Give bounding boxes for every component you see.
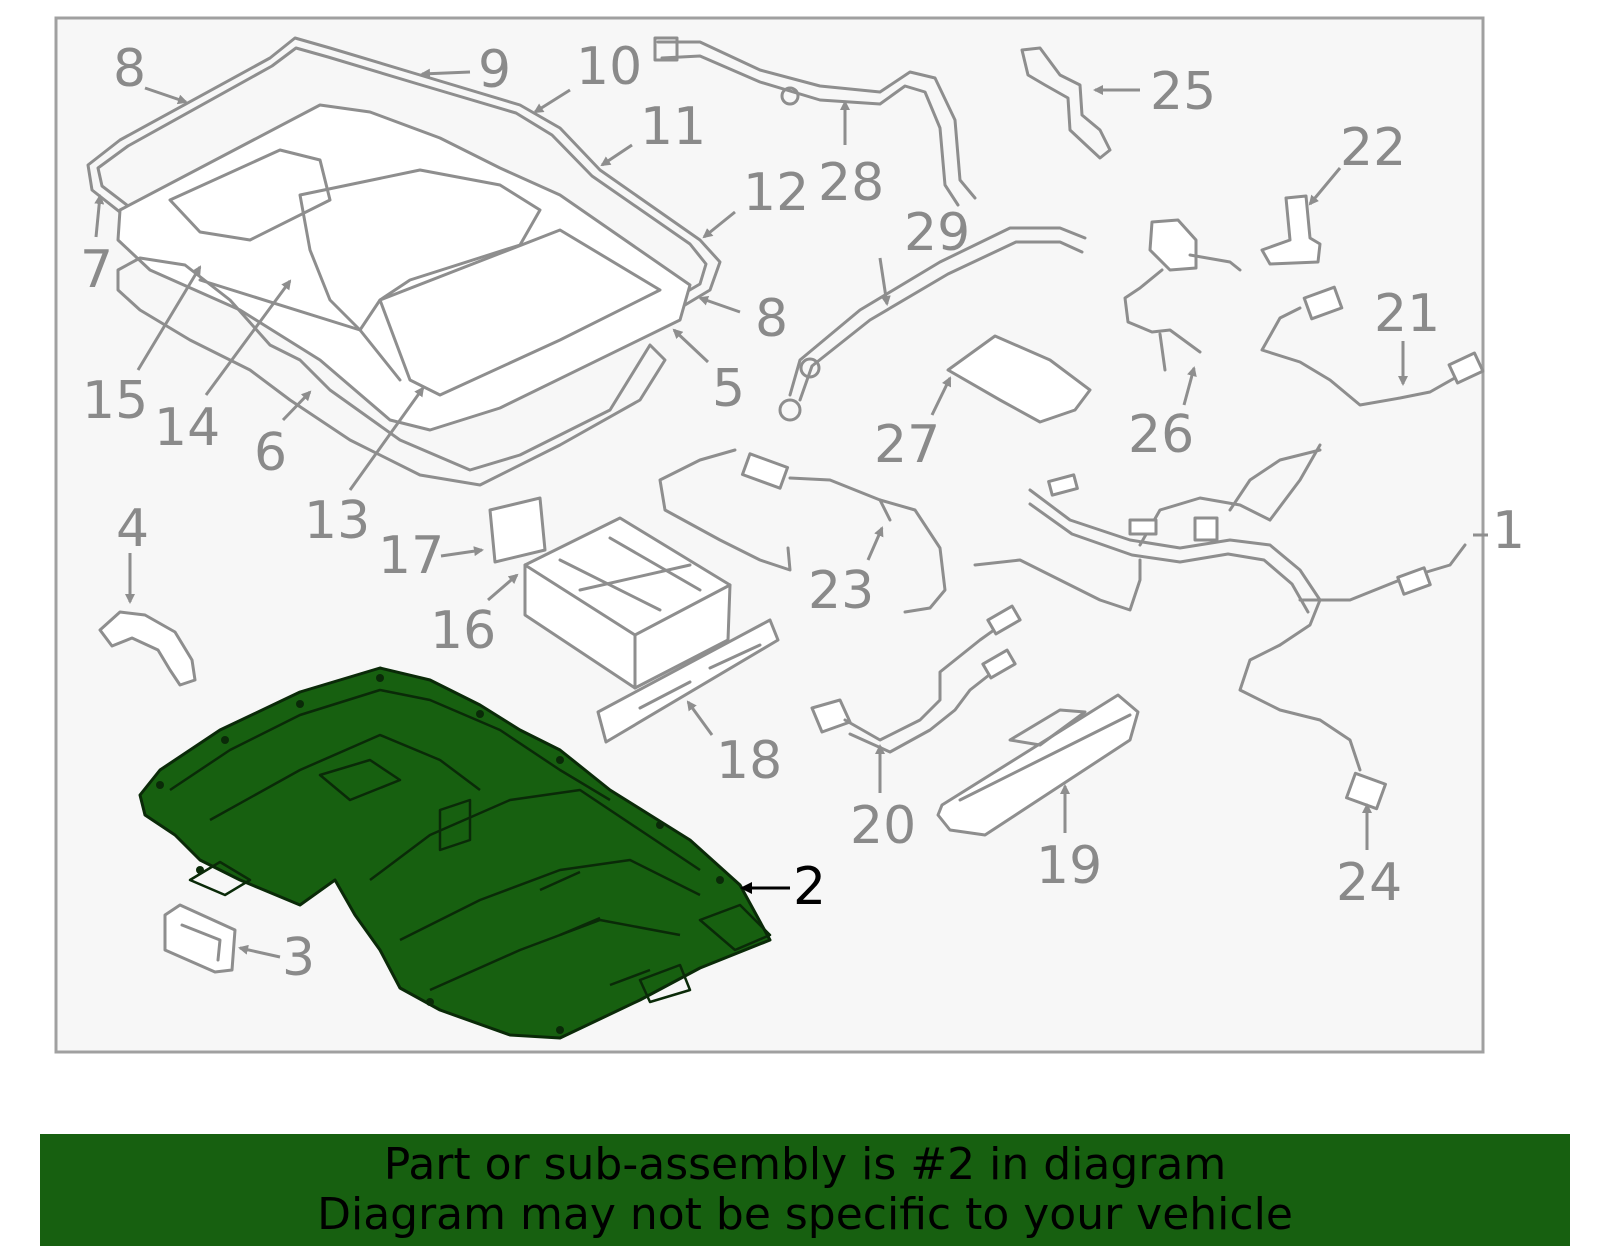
callout-23[interactable]: 23	[808, 561, 874, 621]
callout-11[interactable]: 11	[640, 97, 706, 157]
part-28-coolant-tube	[653, 36, 977, 207]
callout-15[interactable]: 15	[82, 371, 148, 431]
part-26-harness	[1123, 218, 1242, 372]
callout-18[interactable]: 18	[716, 731, 782, 791]
part-21-harness	[1260, 285, 1485, 407]
callout-8-upper[interactable]: 8	[113, 39, 146, 99]
part-6-gasket-lower	[116, 256, 667, 487]
callout-27[interactable]: 27	[874, 415, 940, 475]
callout-4[interactable]: 4	[116, 499, 149, 559]
callout-14[interactable]: 14	[154, 398, 220, 458]
part-17-module	[488, 496, 547, 564]
part-19-module	[936, 693, 1140, 837]
callout-6[interactable]: 6	[254, 423, 287, 483]
callout-29[interactable]: 29	[904, 203, 970, 263]
part-25-sensor	[1020, 46, 1112, 160]
callout-5[interactable]: 5	[712, 359, 745, 419]
callout-26[interactable]: 26	[1128, 405, 1194, 465]
callout-16[interactable]: 16	[430, 601, 496, 661]
part-18-bar	[596, 618, 780, 744]
callout-9[interactable]: 9	[478, 40, 511, 100]
part-23-harness	[658, 448, 947, 614]
callout-17[interactable]: 17	[378, 526, 444, 586]
part-16-control-box	[523, 516, 732, 690]
part-2-battery-tray	[138, 666, 772, 1040]
part-4-bracket	[98, 610, 197, 687]
callout-12[interactable]: 12	[743, 163, 809, 223]
banner-line-part: Part or sub-assembly is #2 in diagram	[383, 1139, 1227, 1190]
banner-line-disclaimer: Diagram may not be specific to your vehi…	[317, 1189, 1293, 1240]
callout-1[interactable]: 1	[1492, 501, 1525, 561]
part-20-cable	[810, 604, 1022, 754]
callout-10[interactable]: 10	[576, 37, 642, 97]
callout-7[interactable]: 7	[80, 240, 113, 300]
callout-19[interactable]: 19	[1036, 836, 1102, 896]
callout-28[interactable]: 28	[818, 153, 884, 213]
callout-13[interactable]: 13	[304, 491, 370, 551]
callout-3[interactable]: 3	[282, 928, 315, 988]
callout-2[interactable]: 2	[793, 857, 826, 917]
callout-8-lower[interactable]: 8	[755, 289, 788, 349]
callout-22[interactable]: 22	[1340, 118, 1406, 178]
callout-24[interactable]: 24	[1336, 853, 1402, 913]
callout-25[interactable]: 25	[1150, 62, 1216, 122]
part-3-bracket	[163, 903, 237, 974]
callout-20[interactable]: 20	[850, 796, 916, 856]
callout-21[interactable]: 21	[1374, 284, 1440, 344]
part-22-bracket	[1260, 194, 1322, 266]
part-27-module	[946, 334, 1092, 424]
part-29-coolant-tube	[778, 226, 1087, 422]
leader-lines	[94, 68, 1408, 959]
part-13-cover	[116, 103, 692, 432]
callout-labels: 1 2 3 4 5 6 7 8 8 9 10 11 12 13 14 15 16…	[80, 37, 1525, 988]
info-banner: Part or sub-assembly is #2 in diagram Di…	[40, 1134, 1570, 1246]
part-1-harness	[973, 443, 1488, 811]
